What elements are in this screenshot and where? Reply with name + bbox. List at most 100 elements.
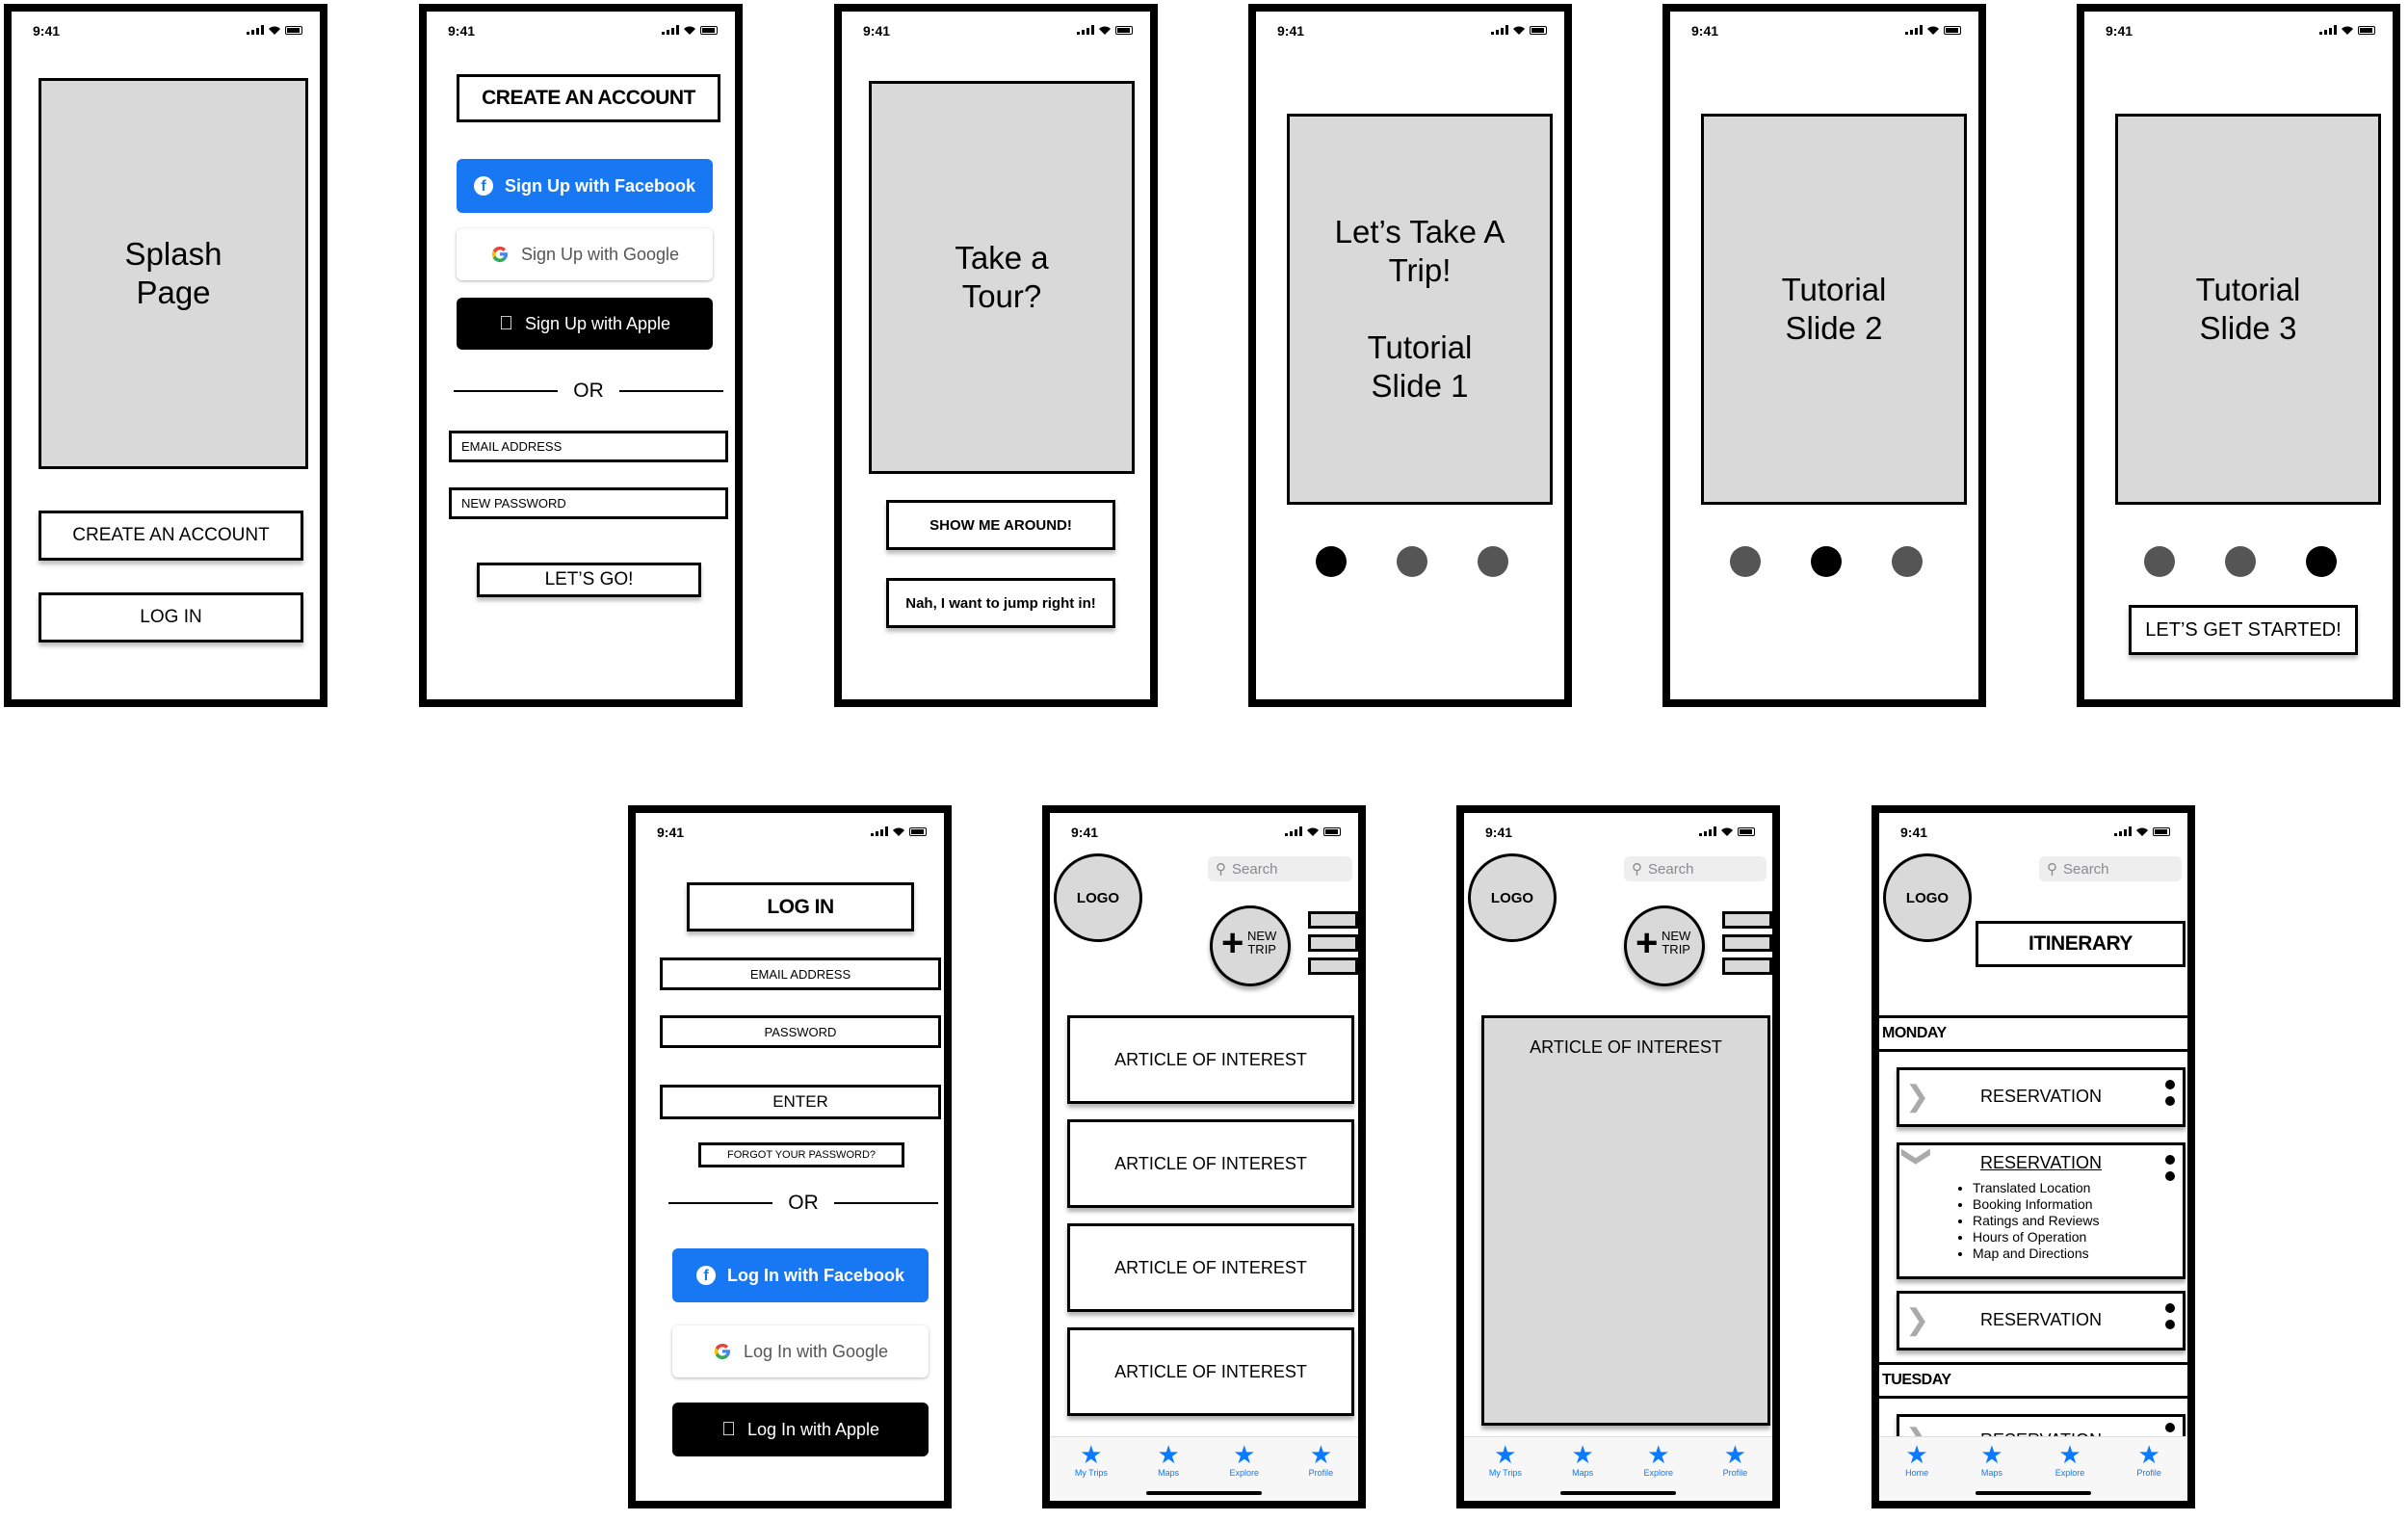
signup-password-field[interactable]: NEW PASSWORD <box>449 487 728 519</box>
reservation-title: RESERVATION <box>1979 1087 2103 1106</box>
signup-facebook-button[interactable]: f Sign Up with Facebook <box>457 159 713 213</box>
article-detail-panel: ARTICLE OF INTEREST <box>1481 1015 1770 1426</box>
menu-icon[interactable] <box>1722 934 1772 952</box>
tab-explore[interactable]: ★Explore <box>2055 1440 2085 1478</box>
signup-google-button[interactable]: Sign Up with Google <box>457 228 713 280</box>
menu-icon[interactable] <box>1308 911 1358 929</box>
google-icon <box>491 246 508 263</box>
page-dot-1[interactable] <box>1730 546 1761 577</box>
tutorial-slide-3-screen: 9:41 Tutorial Slide 3 LET’S GET STARTED! <box>2077 4 2400 707</box>
more-options-icon[interactable] <box>2165 1303 2175 1336</box>
signup-apple-button[interactable]:  Sign Up with Apple <box>457 298 713 350</box>
create-account-button[interactable]: CREATE AN ACCOUNT <box>39 511 303 561</box>
reservation-title: RESERVATION <box>1979 1310 2103 1329</box>
article-card[interactable]: ARTICLE OF INTEREST <box>1067 1015 1354 1104</box>
article-card[interactable]: ARTICLE OF INTEREST <box>1067 1327 1354 1416</box>
show-me-around-button[interactable]: SHOW ME AROUND! <box>886 500 1115 550</box>
status-icons <box>1491 25 1547 35</box>
status-icons <box>1905 25 1961 35</box>
tab-explore[interactable]: ★Explore <box>1643 1440 1673 1478</box>
article-card[interactable]: ARTICLE OF INTEREST <box>1067 1223 1354 1312</box>
login-apple-button[interactable]:  Log In with Apple <box>672 1403 929 1456</box>
detail-item: Translated Location <box>1973 1180 2100 1196</box>
wifi-icon <box>1513 26 1525 35</box>
status-bar: 9:41 <box>12 12 320 50</box>
reservation-card-expanded[interactable]: ❯ RESERVATION Translated Location Bookin… <box>1897 1142 2186 1279</box>
status-icons <box>247 25 302 35</box>
star-icon: ★ <box>1571 1440 1594 1469</box>
search-bar[interactable]: ⚲ Search <box>2039 856 2182 881</box>
star-icon: ★ <box>1980 1440 2003 1469</box>
tab-my-trips[interactable]: ★My Trips <box>1488 1440 1522 1478</box>
search-bar[interactable]: ⚲ Search <box>1208 856 1352 881</box>
chevron-right-icon[interactable]: ❯ <box>1905 1304 1930 1336</box>
menu-icon[interactable] <box>1308 934 1358 952</box>
signal-icon <box>247 25 264 35</box>
chevron-right-icon[interactable]: ❯ <box>1905 1081 1930 1113</box>
search-placeholder: Search <box>2063 860 2109 878</box>
signup-email-field[interactable]: EMAIL ADDRESS <box>449 431 728 462</box>
home-screen: 9:41 LOGO ⚲ Search + NEW TRIP ARTICLE OF… <box>1042 805 1366 1508</box>
login-google-button[interactable]: Log In with Google <box>672 1325 929 1377</box>
login-email-field[interactable]: EMAIL ADDRESS <box>660 957 941 990</box>
new-trip-label: NEW TRIP <box>1247 929 1277 957</box>
page-dot-3[interactable] <box>2306 546 2337 577</box>
detail-item: Booking Information <box>1973 1196 2100 1213</box>
reservation-card[interactable]: ❯ RESERVATION <box>1897 1291 2186 1351</box>
status-time: 9:41 <box>1277 23 1305 39</box>
new-trip-button[interactable]: + NEW TRIP <box>1624 905 1705 986</box>
signal-icon <box>871 826 888 836</box>
signup-submit-button[interactable]: LET’S GO! <box>477 563 701 597</box>
page-dot-2[interactable] <box>2225 546 2256 577</box>
status-bar: 9:41 <box>2084 12 2393 50</box>
search-bar[interactable]: ⚲ Search <box>1624 856 1767 881</box>
page-dot-1[interactable] <box>1316 546 1347 577</box>
or-divider: OR <box>454 380 723 403</box>
skip-tour-button[interactable]: Nah, I want to jump right in! <box>886 578 1115 628</box>
tab-home[interactable]: ★Home <box>1905 1440 1929 1478</box>
tab-maps[interactable]: ★Maps <box>1980 1440 2003 1478</box>
tab-bar: ★My Trips ★Maps ★Explore ★Profile <box>1050 1436 1358 1501</box>
page-dot-2[interactable] <box>1397 546 1427 577</box>
more-options-icon[interactable] <box>2165 1080 2175 1113</box>
battery-icon <box>2153 826 2170 836</box>
menu-icon[interactable] <box>1308 957 1358 975</box>
page-dot-3[interactable] <box>1478 546 1508 577</box>
tab-maps[interactable]: ★Maps <box>1571 1440 1594 1478</box>
search-icon: ⚲ <box>1632 861 1642 878</box>
new-trip-button[interactable]: + NEW TRIP <box>1210 905 1291 986</box>
tab-maps[interactable]: ★Maps <box>1157 1440 1180 1478</box>
page-dot-3[interactable] <box>1892 546 1923 577</box>
battery-icon <box>285 25 302 35</box>
tab-bar: ★My Trips ★Maps ★Explore ★Profile <box>1464 1436 1772 1501</box>
tab-profile[interactable]: ★Profile <box>1722 1440 1748 1478</box>
menu-icon[interactable] <box>1722 957 1772 975</box>
google-icon <box>714 1343 730 1360</box>
forgot-password-link[interactable]: FORGOT YOUR PASSWORD? <box>698 1142 904 1167</box>
login-apple-label: Log In with Apple <box>740 1419 879 1439</box>
article-card[interactable]: ARTICLE OF INTEREST <box>1067 1119 1354 1208</box>
status-icons <box>2319 25 2375 35</box>
reservation-card[interactable]: ❯ RESERVATION <box>1897 1067 2186 1127</box>
wifi-icon <box>269 26 280 35</box>
get-started-button[interactable]: LET’S GET STARTED! <box>2129 605 2358 655</box>
login-button[interactable]: LOG IN <box>39 592 303 642</box>
enter-button[interactable]: ENTER <box>660 1085 941 1119</box>
page-dot-1[interactable] <box>2144 546 2175 577</box>
new-trip-label: NEW TRIP <box>1662 929 1691 957</box>
or-text: OR <box>573 380 604 402</box>
tour-screen: 9:41 Take a Tour? SHOW ME AROUND! Nah, I… <box>834 4 1158 707</box>
star-icon: ★ <box>1494 1440 1517 1469</box>
tab-profile[interactable]: ★Profile <box>2136 1440 2161 1478</box>
search-placeholder: Search <box>1232 860 1278 878</box>
more-options-icon[interactable] <box>2165 1155 2175 1188</box>
login-facebook-button[interactable]: f Log In with Facebook <box>672 1248 929 1302</box>
status-icons <box>871 826 927 836</box>
battery-icon <box>1530 25 1547 35</box>
tab-my-trips[interactable]: ★My Trips <box>1074 1440 1108 1478</box>
menu-icon[interactable] <box>1722 911 1772 929</box>
tab-profile[interactable]: ★Profile <box>1308 1440 1334 1478</box>
login-password-field[interactable]: PASSWORD <box>660 1015 941 1048</box>
tab-explore[interactable]: ★Explore <box>1229 1440 1259 1478</box>
page-dot-2[interactable] <box>1811 546 1842 577</box>
